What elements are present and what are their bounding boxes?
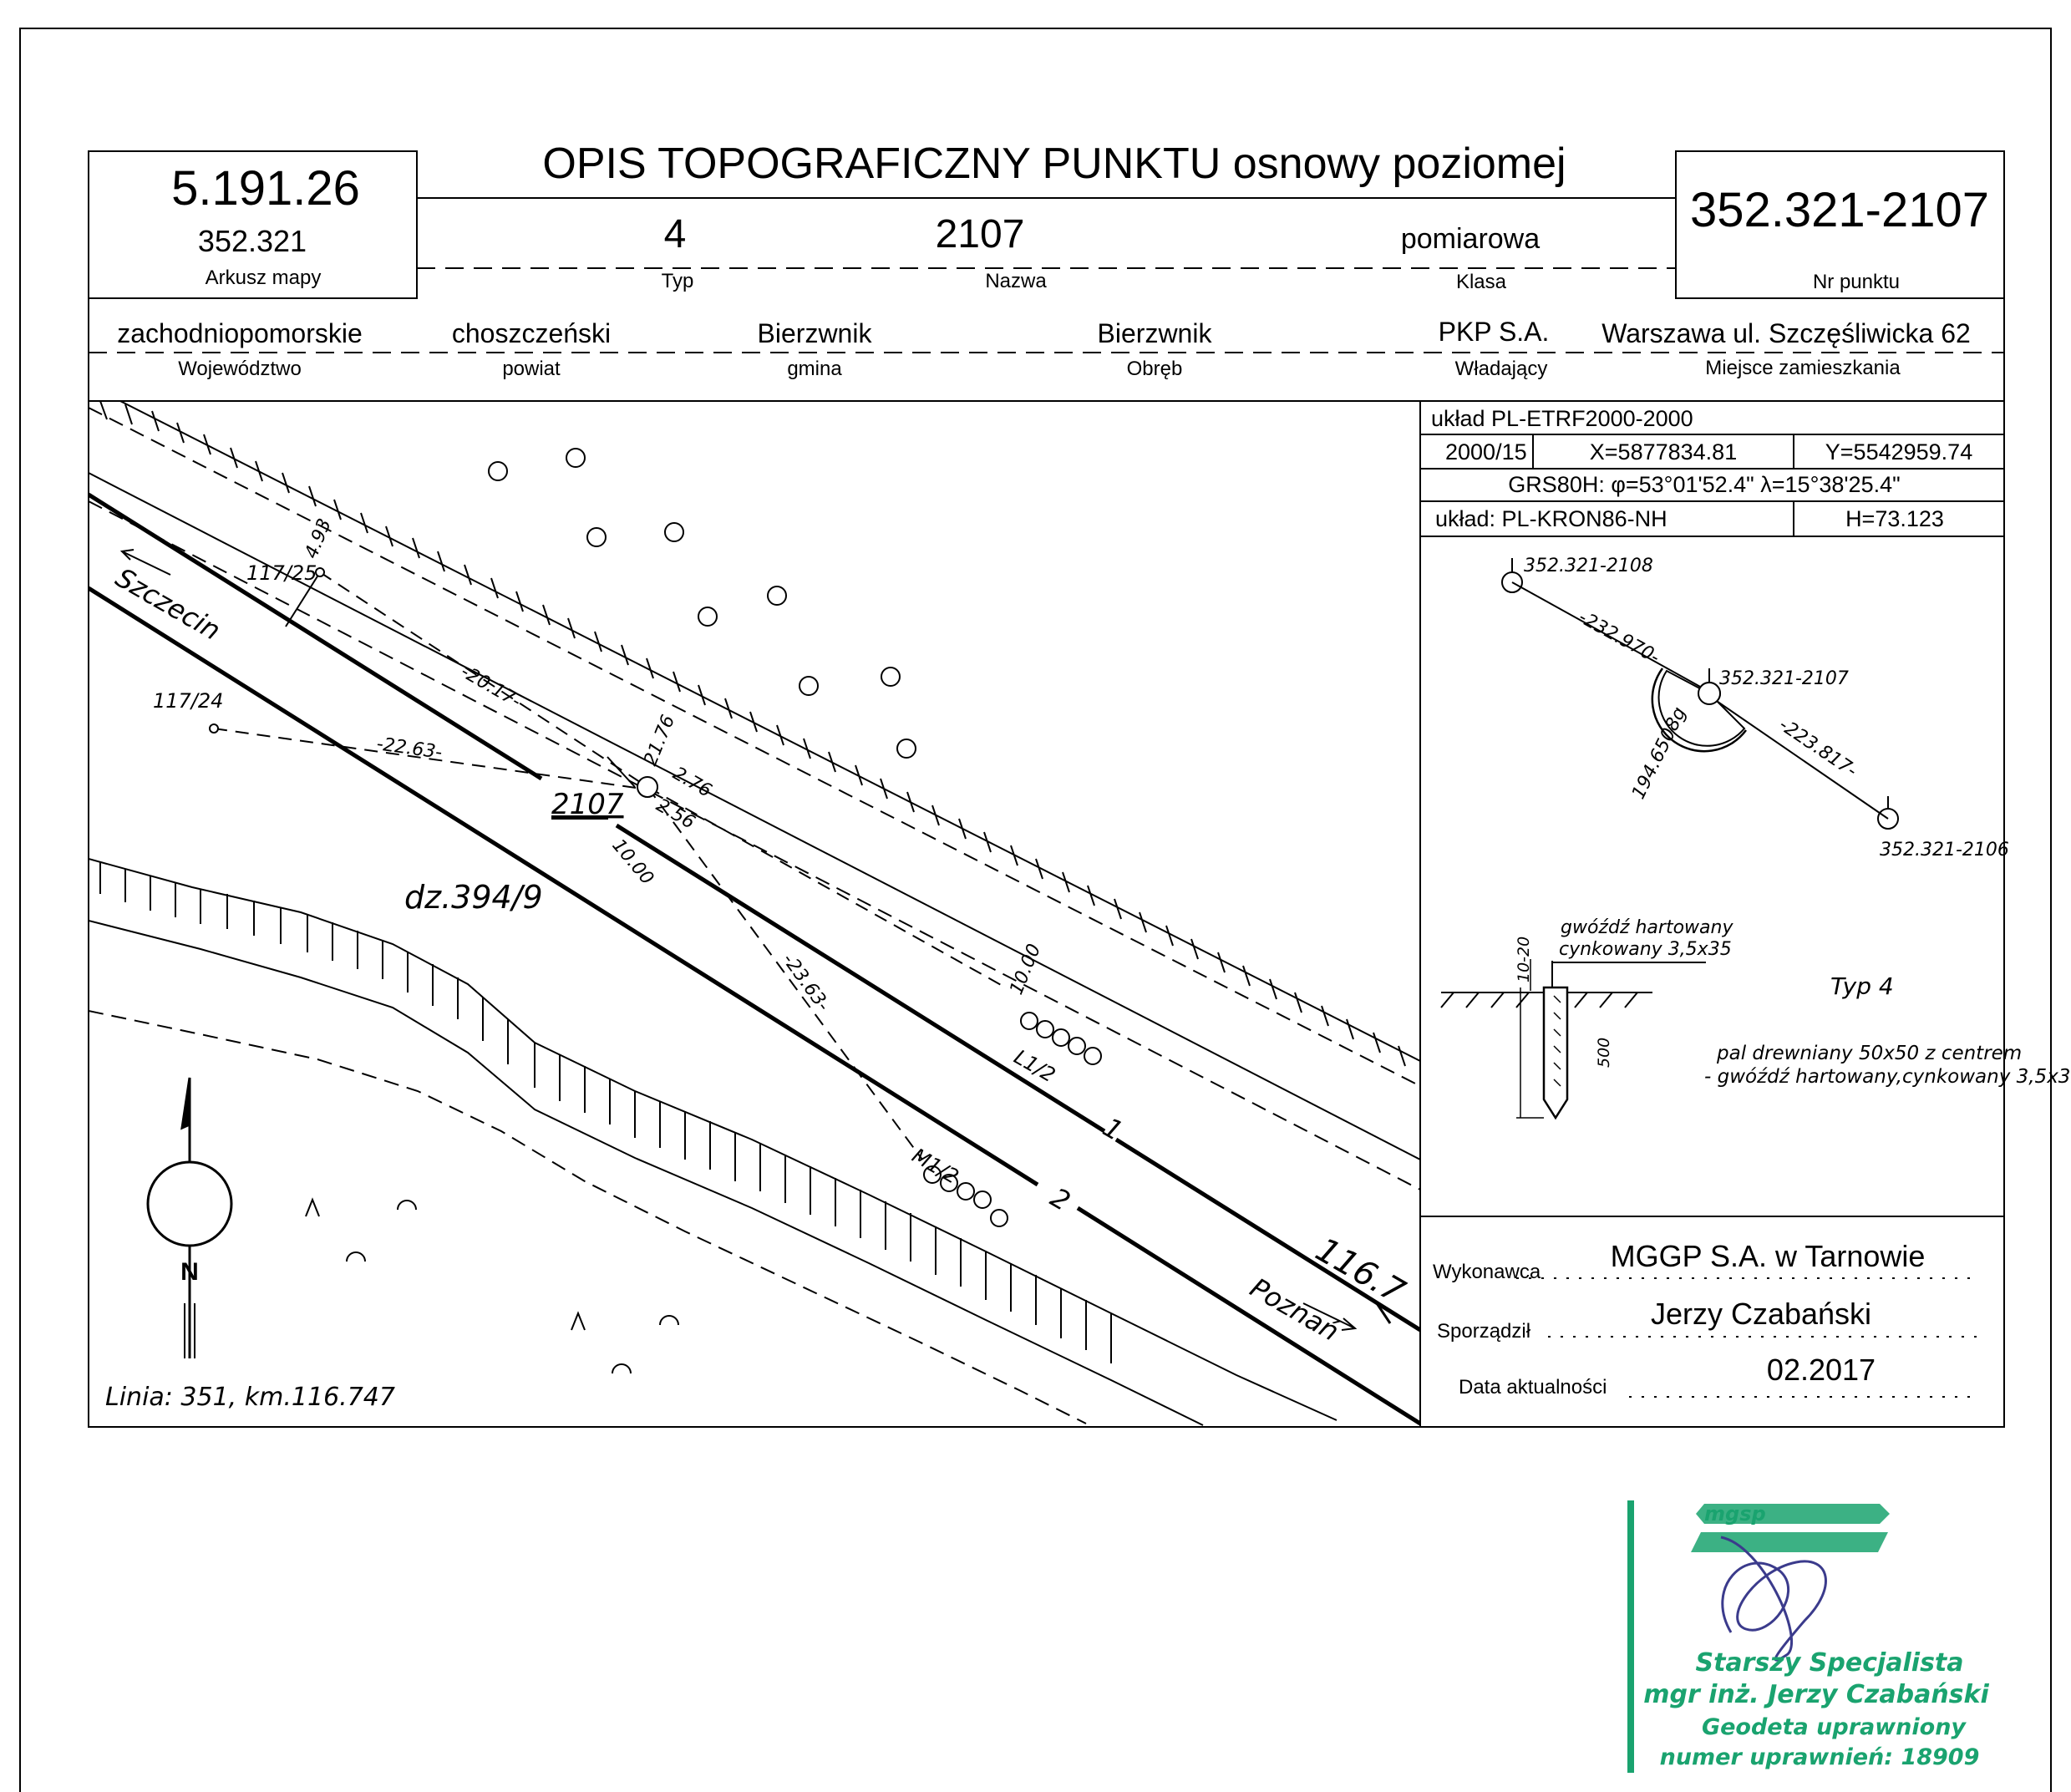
ref-point-l1-2: L1/2 [1010, 1045, 1059, 1087]
name-label: Nazwa [985, 270, 1047, 292]
stamp-logo-text: mgsp [1704, 1502, 1766, 1525]
detail-length: 500 [1595, 1038, 1613, 1068]
stamp-logo-icon [1691, 1504, 1890, 1552]
stamp-line-2: mgr inż. Jerzy Czabański [1643, 1680, 1989, 1709]
contractor-label: Wykonawca [1433, 1261, 1541, 1283]
precinct-value: Bierzwnik [1098, 318, 1213, 348]
coord-grs: GRS80H: φ=53°01'52.4" λ=15°38'25.4" [1508, 472, 1900, 497]
footer-leaders [1516, 1277, 1980, 1398]
coord-y: Y=5542959.74 [1825, 439, 1972, 464]
station-2107-circle [1698, 682, 1721, 705]
type-value: 4 [664, 212, 687, 256]
dist-4-93: 4.93 [301, 515, 336, 561]
network-dist-ab: -232.970- [1575, 607, 1663, 668]
detail-nail-label-1: gwóźdź hartowany [1561, 917, 1733, 938]
km-label: 116.7 [1309, 1231, 1412, 1312]
name-value: 2107 [936, 212, 1025, 256]
map-sheet-code: 5.191.26 [171, 161, 360, 216]
commune-value: Bierzwnik [758, 318, 873, 348]
coord-system: układ PL-ETRF2000-2000 [1431, 406, 1693, 431]
line-info: Linia: 351, km.116.747 [105, 1383, 395, 1412]
ref-point-117-24: 117/24 [153, 689, 223, 713]
owner-label: Władający [1455, 358, 1548, 380]
height-value: H=73.123 [1845, 506, 1944, 531]
date-value: 02.2017 [1767, 1353, 1876, 1387]
dist-21-76: 21.76 [640, 712, 679, 769]
dist-2-56: 2.56 [652, 795, 698, 834]
main-frame [88, 400, 2005, 1428]
signature [1720, 1536, 1827, 1662]
network-point-b: 352.321-2107 [1719, 668, 1849, 689]
date-label: Data aktualności [1459, 1376, 1607, 1399]
voivodeship-value: zachodniopomorskie [117, 318, 363, 348]
point-2107-symbol [637, 776, 658, 798]
residence-label: Miejsce zamieszkania [1705, 357, 1901, 379]
point-label-2107: 2107 [551, 788, 624, 821]
county-value: choszczeński [452, 318, 611, 348]
stamp-line-3: Geodeta uprawniony [1702, 1714, 1967, 1740]
height-system: układ: PL-KRON86-NH [1435, 506, 1667, 531]
stamp-line-4: numer uprawnień: 18909 [1660, 1744, 1980, 1770]
detail-desc-2: - gwóźdź hartowany,cynkowany 3,5x35 [1704, 1066, 2071, 1088]
point-number: 352.321-2107 [1690, 183, 1989, 237]
detail-nail-label-2: cynkowany 3,5x35 [1559, 939, 1732, 960]
contractor-value: MGGP S.A. w Tarnowie [1611, 1239, 1926, 1273]
coord-x: X=5877834.81 [1590, 439, 1737, 464]
point-number-label: Nr punktu [1813, 271, 1900, 293]
page-title: OPIS TOPOGRAFICZNY PUNKTU osnowy poziome… [542, 140, 1566, 188]
author-label: Sporządził [1437, 1320, 1531, 1343]
dist-10-00-a: 10.00 [607, 835, 657, 889]
surveyor-stamp: mgsp Starszy Specjalista mgr inż. Jerzy … [1627, 1500, 1989, 1773]
north-arrow [146, 1077, 233, 1358]
detail-type-caption: Typ 4 [1830, 972, 1894, 1000]
ref-point-117-25: 117/25 [246, 561, 317, 585]
parcel-label: dz.394/9 [404, 879, 543, 916]
detail-depth: 10-20 [1515, 937, 1533, 982]
map-sheet-label: Arkusz mapy [206, 267, 322, 289]
map-sheet-number: 352.321 [198, 224, 307, 258]
point-type-detail [1440, 959, 1706, 1120]
outer-frame [19, 28, 2052, 1792]
dist-23-63: -23.63- [778, 950, 834, 1016]
track-1-label: 1 [1098, 1111, 1129, 1147]
type-label: Typ [662, 270, 694, 292]
voivodeship-label: Województwo [178, 358, 302, 380]
dist-2-76: 2.76 [669, 764, 715, 802]
coord-zone: 2000/15 [1445, 439, 1527, 464]
network-point-a: 352.321-2108 [1524, 556, 1653, 576]
county-label: powiat [502, 358, 561, 380]
north-label: N [180, 1258, 199, 1286]
commune-label: gmina [787, 358, 842, 380]
dist-22-63: -22.63- [375, 734, 444, 764]
class-label: Klasa [1456, 271, 1507, 293]
detail-desc-1: pal drewniany 50x50 z centrem [1716, 1043, 2022, 1064]
dist-20-17: -20.17- [457, 662, 525, 713]
angle-sector [1657, 669, 1746, 747]
network-point-c: 352.321-2106 [1880, 840, 2009, 860]
track-2-label: 2 [1045, 1181, 1076, 1217]
network-angle: 194.6508g [1628, 704, 1691, 803]
owner-value: PKP S.A. [1439, 317, 1550, 347]
stamp-line-1: Starszy Specjalista [1695, 1648, 1963, 1678]
author-value: Jerzy Czabański [1651, 1297, 1871, 1331]
map-sketch [89, 401, 1420, 1426]
residence-value: Warszawa ul. Szczęśliwicka 62 [1601, 318, 1971, 348]
network-dist-bc: -223.817- [1775, 714, 1861, 782]
direction-east: Poznań [1245, 1272, 1344, 1348]
class-value: pomiarowa [1401, 223, 1540, 255]
precinct-label: Obręb [1127, 358, 1183, 380]
